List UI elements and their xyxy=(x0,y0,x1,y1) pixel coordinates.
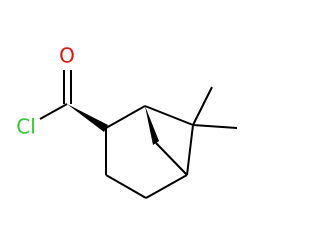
bridge-bond-c7-c5 xyxy=(155,142,188,176)
chlorine-atom-label: Cl xyxy=(16,115,36,139)
oxygen-atom-label: O xyxy=(59,44,75,68)
structure-canvas: O Cl xyxy=(16,43,238,199)
ring-bond-c5-c4 xyxy=(145,174,188,199)
methyl-bond-2 xyxy=(192,124,238,129)
ring-bond-c4-c3 xyxy=(105,174,147,199)
ring-bond-c1-c6 xyxy=(144,105,194,126)
ring-bond-c6-c5 xyxy=(186,124,194,176)
bridge-wedge-c1-c7 xyxy=(145,106,159,145)
ring-bond-c2-c1 xyxy=(105,105,146,129)
molecule-drawing: O Cl xyxy=(16,44,238,199)
methyl-bond-1 xyxy=(192,86,213,126)
c-cl-bond xyxy=(39,103,68,120)
wedge-bond-c2 xyxy=(67,104,108,132)
